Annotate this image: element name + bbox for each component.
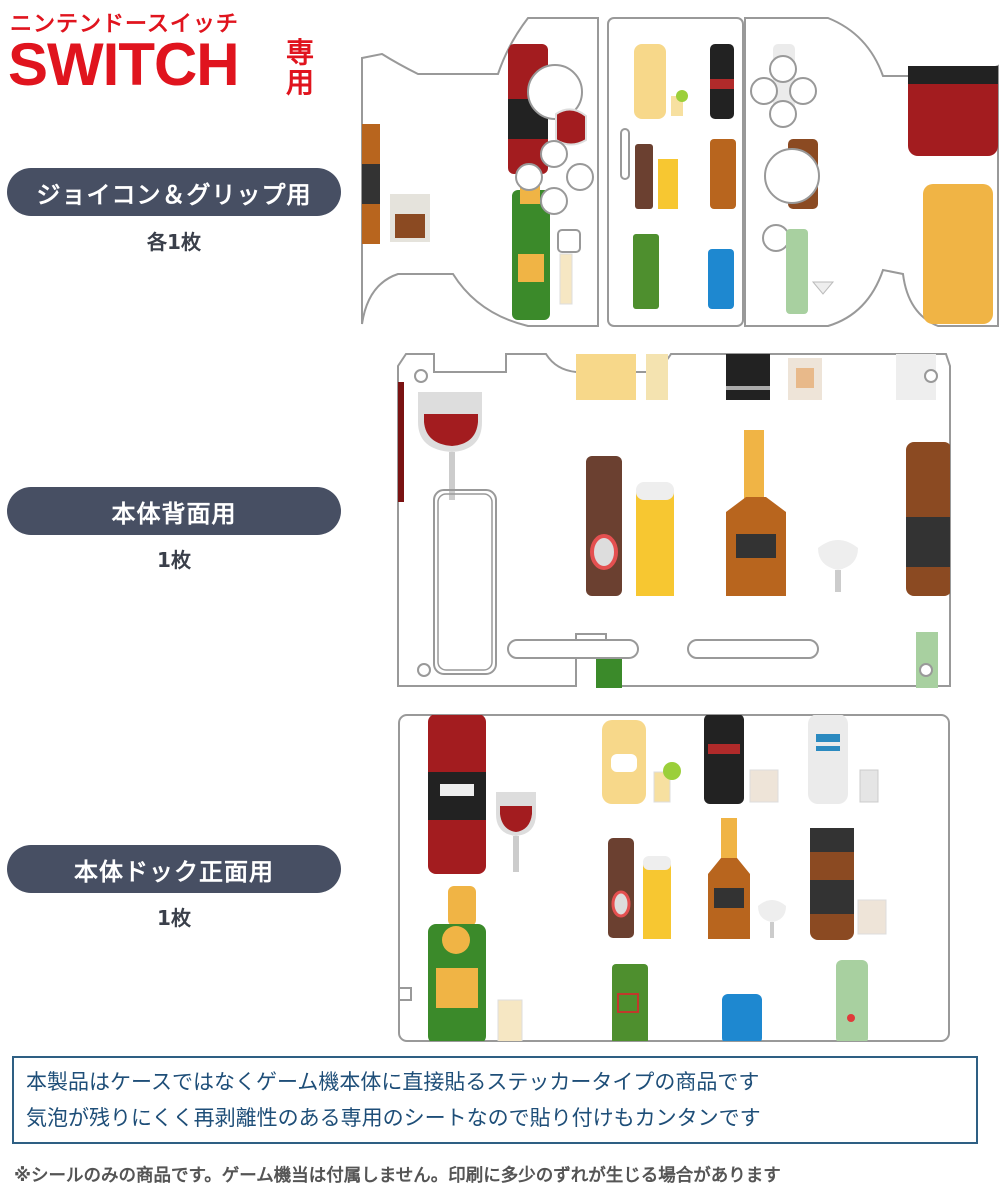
notice-line-1: 本製品はケースではなくゲーム機本体に直接貼るステッカータイプの商品です (26, 1070, 760, 1094)
section-quantity-joycon: 各1枚 (147, 230, 201, 254)
section-label-dock: 本体ドック正面用 (7, 845, 341, 893)
red-wine-bottle-icon (398, 382, 404, 502)
champagne-bottle-icon (448, 886, 476, 926)
coffee-liqueur-bottle-icon (704, 715, 744, 804)
dock-front-sticker-preview (398, 714, 950, 1042)
brand-exclusive-label: 専用 (286, 36, 315, 99)
joycon-grip-sticker-preview (361, 17, 999, 327)
cognac-bottle-icon (710, 139, 736, 209)
tequila-bottle-icon (576, 354, 636, 400)
red-wine-bottle-icon (908, 66, 998, 156)
beer-bottle-icon (586, 456, 622, 596)
section-quantity-back: 1枚 (157, 548, 191, 572)
champagne-bottle-icon (923, 184, 993, 324)
gin-bottle-icon (722, 994, 762, 1041)
brand-switch-title: SWITCH (8, 31, 240, 98)
notice-line-2: 気泡が残りにくく再剥離性のある専用のシートなので貼り付けもカンタンです (26, 1106, 761, 1130)
brandy-snifter-icon (758, 900, 786, 922)
vodka-bottle-icon (808, 715, 848, 804)
product-notice-box: 本製品はケースではなくゲーム機本体に直接貼るステッカータイプの商品です 気泡が残… (12, 1056, 978, 1144)
wine-glass-icon (555, 108, 587, 146)
vermouth-bottle-icon (836, 960, 868, 1041)
beer-bottle-icon (635, 144, 653, 209)
beer-glass-icon (636, 492, 674, 596)
footnote-disclaimer: ※シールのみの商品です。ゲーム機当は付属しません。印刷に多少のずれが生じる場合が… (14, 1166, 781, 1186)
champagne-flute-icon (497, 999, 523, 1041)
kickstand-cutout-icon (433, 489, 497, 675)
green-liqueur-bottle-icon (612, 964, 648, 1041)
glass-icon (859, 769, 879, 803)
shot-glass-icon (653, 771, 671, 803)
green-liqueur-bottle-icon (633, 234, 659, 309)
dock-notch-icon (398, 987, 412, 1001)
shot-glass-icon (646, 354, 668, 400)
cognac-bottle-icon (744, 430, 764, 500)
beer-glass-icon (658, 159, 678, 209)
coffee-liqueur-bottle-icon (726, 354, 770, 400)
beer-bottle-icon (608, 838, 634, 938)
section-quantity-dock: 1枚 (157, 906, 191, 930)
stick-cutout-icon (764, 148, 820, 204)
section-label-joycon: ジョイコン＆グリップ用 (7, 168, 341, 216)
tequila-bottle-icon (634, 44, 666, 119)
section-label-back: 本体背面用 (7, 487, 341, 535)
rocks-glass-icon (749, 769, 779, 803)
cognac-bottle-icon (721, 818, 737, 858)
gin-bottle-icon (708, 249, 734, 309)
brandy-snifter-icon (818, 540, 858, 570)
rocks-glass-icon (857, 899, 887, 935)
vermouth-bottle-icon (786, 229, 808, 314)
martini-glass-icon (811, 281, 835, 295)
brand-kana-title: ニンテンドースイッチ (10, 12, 239, 37)
vent-cutout-icon (687, 639, 819, 659)
vermouth-bottle-icon (916, 632, 938, 688)
champagne-flute-icon (559, 253, 573, 305)
console-back-sticker-preview (397, 353, 951, 688)
beer-glass-icon (643, 864, 671, 939)
lime-icon (663, 762, 681, 780)
vent-cutout-icon (507, 639, 639, 659)
